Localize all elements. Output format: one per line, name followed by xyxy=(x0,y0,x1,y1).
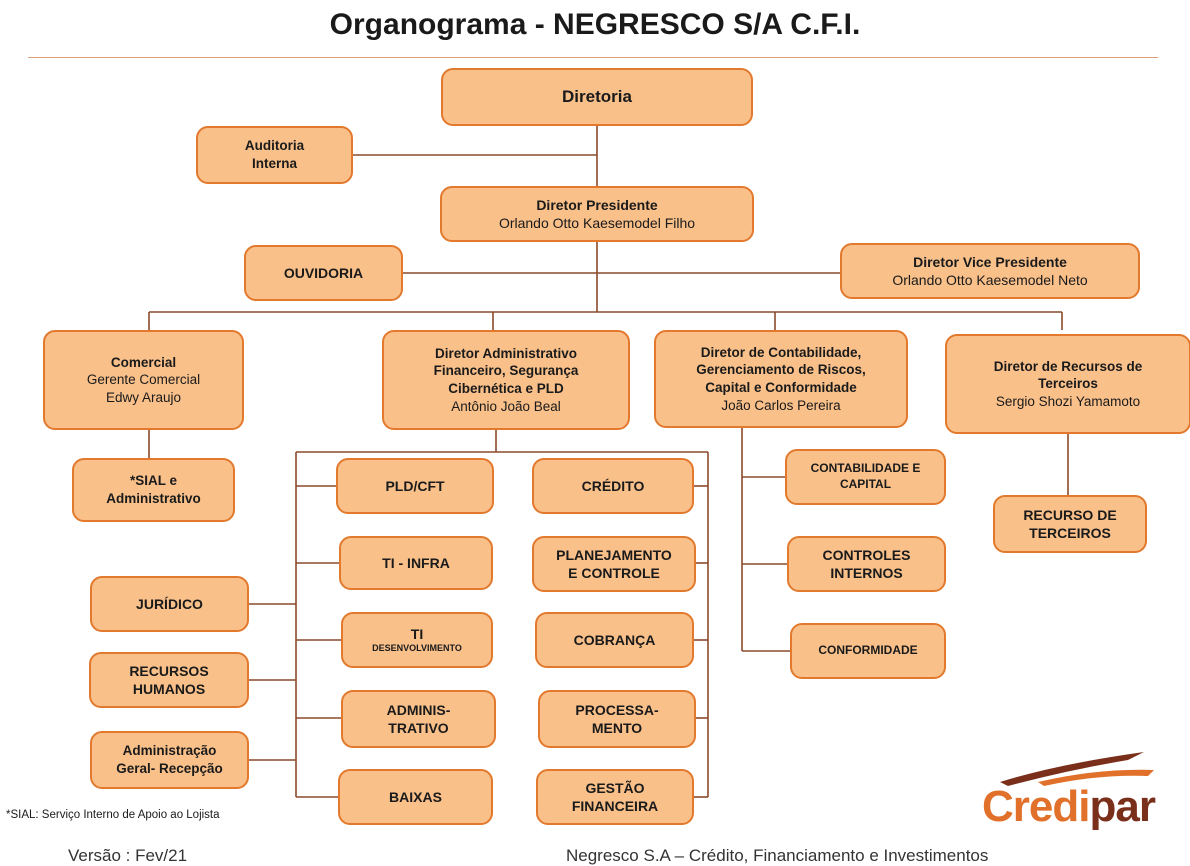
node-juridico: JURÍDICO xyxy=(90,576,249,632)
footnote: *SIAL: Serviço Interno de Apoio ao Lojis… xyxy=(6,809,220,821)
credipar-logo-text: Credipar xyxy=(982,782,1156,831)
title-divider xyxy=(28,57,1158,58)
node-pld-cft: PLD/CFT xyxy=(336,458,494,514)
node-ti-infra: TI - INFRA xyxy=(339,536,493,590)
node-processamento: PROCESSA-MENTO xyxy=(538,690,696,748)
node-diretoria: Diretoria xyxy=(441,68,753,126)
node-administrativo: ADMINIS-TRATIVO xyxy=(341,690,496,748)
node-credito: CRÉDITO xyxy=(532,458,694,514)
company-name: Negresco S.A – Crédito, Financiamento e … xyxy=(566,846,989,865)
node-conformidade: CONFORMIDADE xyxy=(790,623,946,679)
node-cobranca: COBRANÇA xyxy=(535,612,694,668)
page-title: Organograma - NEGRESCO S/A C.F.I. xyxy=(329,8,861,41)
credipar-logo xyxy=(1000,752,1154,786)
node-diretor-contabilidade: Diretor de Contabilidade,Gerenciamento d… xyxy=(654,330,908,428)
node-baixas: BAIXAS xyxy=(338,769,493,825)
version-label: Versão : Fev/21 xyxy=(68,846,188,865)
node-ouvidoria: OUVIDORIA xyxy=(244,245,403,301)
